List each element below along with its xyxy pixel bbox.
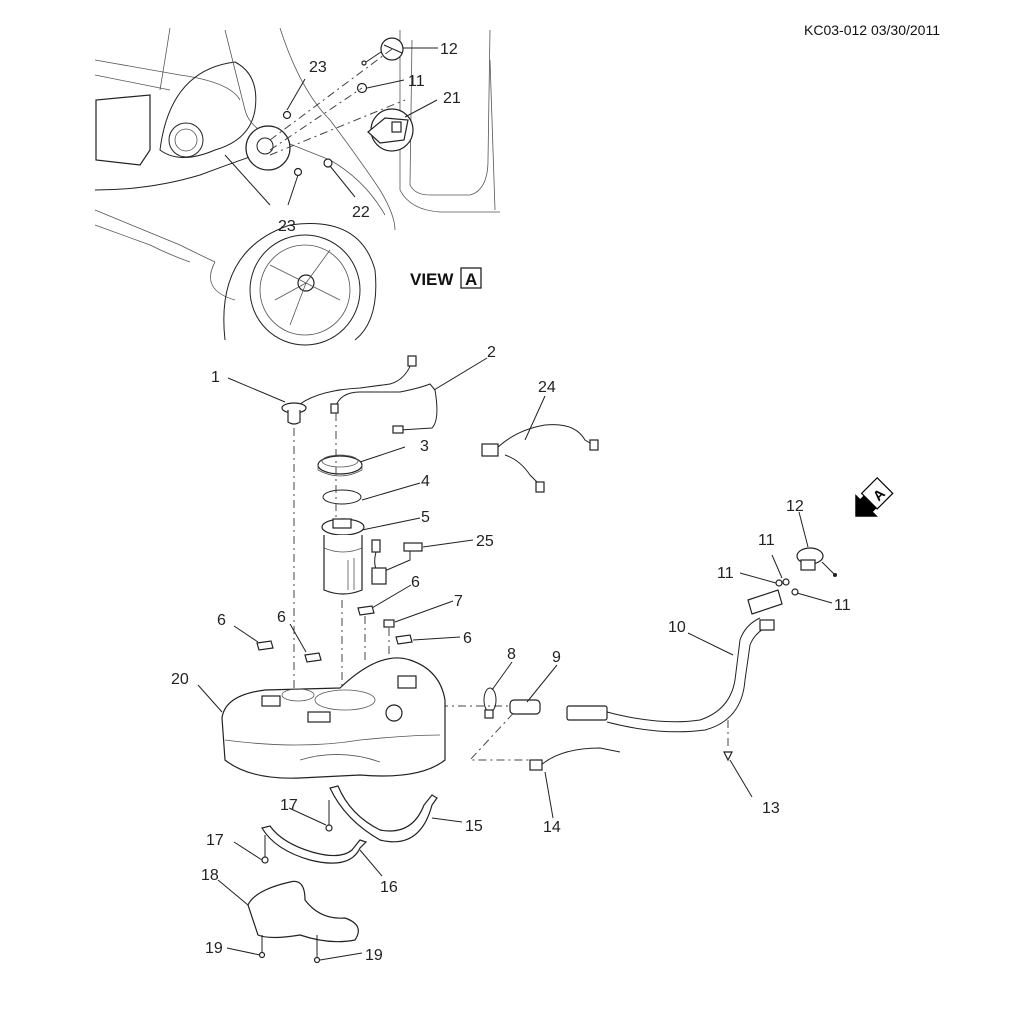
part-11-clip-c xyxy=(791,588,799,596)
view-a-inset xyxy=(94,27,500,346)
fuel-door-housing xyxy=(245,125,291,171)
part-6-pad-a xyxy=(357,605,375,616)
tail-lamp xyxy=(159,61,257,158)
callout-19-left: 19 xyxy=(205,940,223,957)
callout-16: 16 xyxy=(380,879,398,896)
part-10-filler-pipe xyxy=(566,589,783,733)
callout-20: 20 xyxy=(171,671,189,688)
view-letter-box xyxy=(460,267,482,289)
view-a-label: VIEW A xyxy=(410,267,482,289)
part-15-strap xyxy=(329,785,438,843)
callout-24: 24 xyxy=(538,379,556,396)
fastener-23-upper xyxy=(282,110,292,120)
callout-11-right: 11 xyxy=(834,597,851,614)
callout-2: 2 xyxy=(487,344,496,361)
part-12-fuel-cap xyxy=(796,547,837,577)
part-14-vent-hose xyxy=(529,747,621,771)
view-letter: A xyxy=(465,270,477,289)
part-18-shield xyxy=(247,880,359,943)
callout-17-upper: 17 xyxy=(280,797,298,814)
callout-11-left: 11 xyxy=(717,565,734,582)
callout-12: 12 xyxy=(786,498,804,515)
part-9-connector xyxy=(509,699,541,715)
part-19-bolt-a xyxy=(258,935,266,959)
assembly-line-hose xyxy=(440,705,540,761)
callout-18: 18 xyxy=(201,867,219,884)
callout-23-lower: 23 xyxy=(278,218,296,235)
callout-25: 25 xyxy=(476,533,494,550)
callout-12-inset: 12 xyxy=(440,41,458,58)
tail-light-panel xyxy=(95,94,151,166)
callout-6-center: 6 xyxy=(277,609,286,626)
part-3-lock-ring xyxy=(317,454,363,477)
part-13-bolt xyxy=(723,751,733,762)
callout-19-right: 19 xyxy=(365,947,383,964)
part-11-clip-a xyxy=(775,579,783,587)
callout-17-lower: 17 xyxy=(206,832,224,849)
callout-13: 13 xyxy=(762,800,780,817)
nut-22 xyxy=(323,158,333,168)
leader-lines xyxy=(197,357,833,961)
part-4-seal xyxy=(322,489,362,505)
part-16-strap xyxy=(261,825,368,864)
part-17-bolt-b xyxy=(261,835,269,864)
fastener-23-lower xyxy=(293,167,303,177)
view-a-direction-arrow xyxy=(855,476,894,517)
part-8-clamp xyxy=(483,687,497,719)
part-17-bolt-a xyxy=(325,800,333,832)
part-6-pad-d xyxy=(395,634,413,645)
callout-6-left: 6 xyxy=(217,612,226,629)
callout-11-inset: 11 xyxy=(408,73,425,90)
part-11-clip-b xyxy=(782,578,790,586)
reflector xyxy=(168,122,204,158)
callout-1: 1 xyxy=(211,369,220,386)
part-6-pad-b xyxy=(256,640,274,651)
callout-6-upper: 6 xyxy=(411,574,420,591)
callout-5: 5 xyxy=(421,509,430,526)
callout-10: 10 xyxy=(668,619,686,636)
callout-11-top: 11 xyxy=(758,532,775,549)
callout-4: 4 xyxy=(421,473,430,490)
callout-21: 21 xyxy=(443,90,461,107)
part-24-wiring-harness xyxy=(481,424,599,493)
part-5-fuel-pump-module xyxy=(321,518,365,595)
rear-wheel xyxy=(249,234,361,346)
callout-15: 15 xyxy=(465,818,483,835)
diagram-reference-code: KC03-012 03/30/2011 xyxy=(804,22,940,38)
callout-8: 8 xyxy=(507,646,516,663)
rear-wheel-arch xyxy=(223,223,377,341)
callout-9: 9 xyxy=(552,649,561,666)
part-1-grommet xyxy=(281,402,307,425)
part-6-pad-c xyxy=(304,652,322,663)
callout-14: 14 xyxy=(543,819,561,836)
callout-22: 22 xyxy=(352,204,370,221)
callout-3: 3 xyxy=(420,438,429,455)
part-25-level-sensor xyxy=(371,539,423,585)
callout-6-right: 6 xyxy=(463,630,472,647)
part-2-fuel-lines xyxy=(299,355,438,434)
callout-7: 7 xyxy=(454,593,463,610)
callout-23-upper: 23 xyxy=(309,59,327,76)
part-20-fuel-tank xyxy=(221,657,446,779)
view-label-text: VIEW xyxy=(410,270,454,289)
part-7-clip xyxy=(383,619,395,628)
part-19-bolt-b xyxy=(313,935,321,964)
